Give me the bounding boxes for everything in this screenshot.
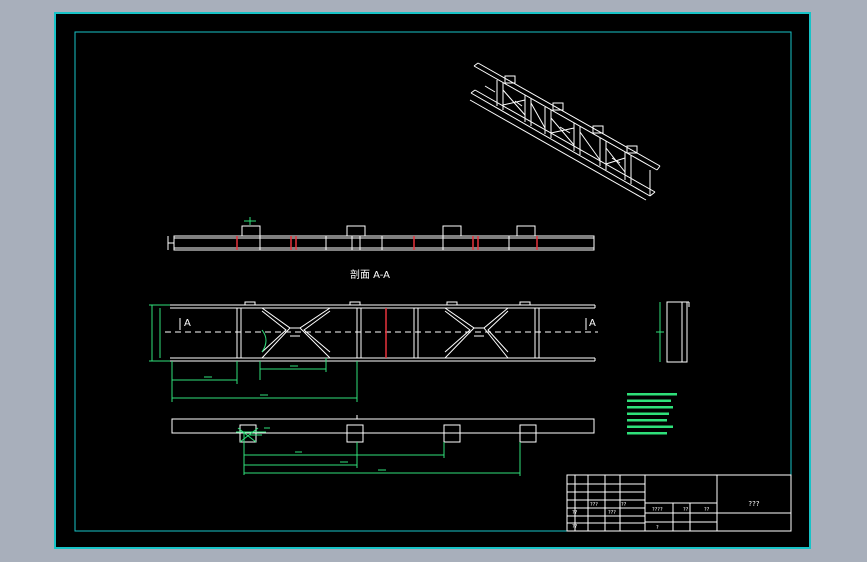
isometric-view	[469, 62, 661, 201]
note-line	[627, 406, 673, 409]
note-line	[627, 425, 673, 428]
title-block-cell: ??	[683, 507, 689, 513]
side-elevation-red-members	[236, 236, 538, 250]
drawing-frame	[74, 31, 792, 532]
side-elevation-dimension	[244, 217, 256, 225]
plan-dimensions	[149, 304, 358, 402]
title-block-cell: ?	[656, 525, 659, 531]
note-line	[627, 432, 667, 435]
technical-notes	[627, 393, 677, 435]
bottom-view	[171, 415, 595, 443]
title-block-cell: ??	[621, 502, 627, 508]
title-block-cell: ??	[704, 507, 710, 513]
title-block-cells: ??? ?? ???? ?? ?? ?? ??? ?? ?	[572, 502, 710, 531]
note-line	[627, 419, 667, 422]
end-view	[666, 301, 690, 363]
note-line	[627, 393, 677, 396]
title-block-cell: ???	[590, 502, 598, 508]
plan-view	[170, 301, 596, 362]
paper-background	[54, 12, 811, 549]
side-elevation-view	[167, 225, 595, 251]
note-line	[627, 399, 671, 402]
section-mark-right: A	[589, 318, 596, 329]
title-block-cell: ??	[572, 510, 578, 516]
title-block-cell: ???	[608, 510, 616, 516]
end-view-dimensions	[656, 302, 664, 362]
title-block-drawing-name: ???	[748, 500, 759, 508]
bottom-view-dimensions	[236, 427, 521, 476]
section-title: 剖面 A-A	[350, 268, 390, 281]
title-block	[566, 474, 792, 532]
title-block-cell: ????	[652, 507, 663, 513]
note-line	[627, 412, 669, 415]
section-mark-left: A	[184, 318, 191, 329]
title-block-cell: ??	[572, 524, 578, 530]
